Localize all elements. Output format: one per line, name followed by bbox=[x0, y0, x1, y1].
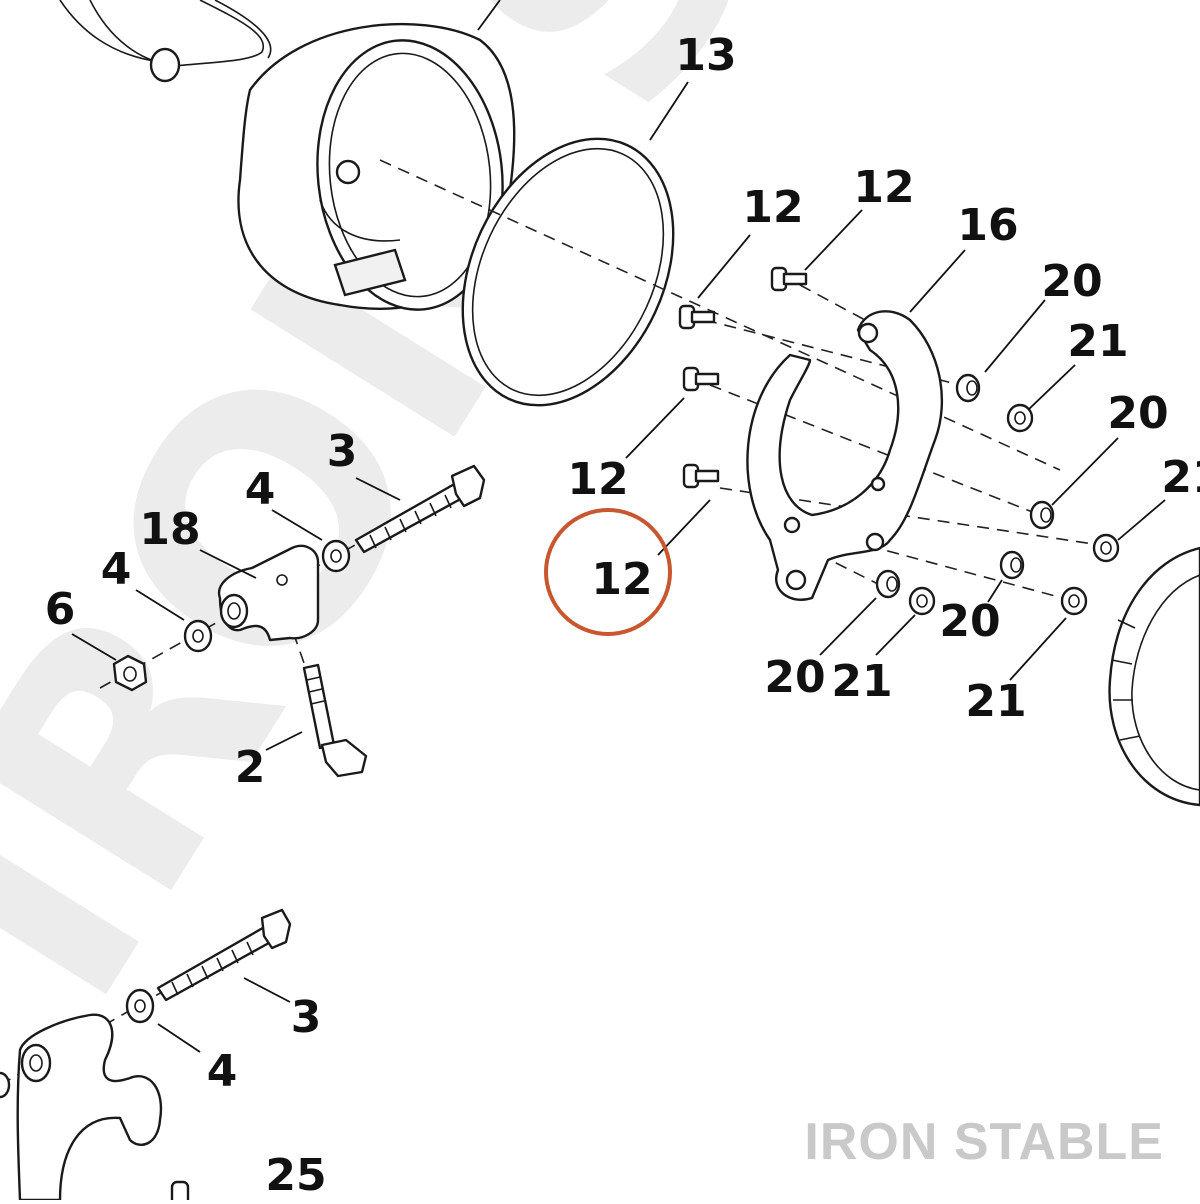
callout-21: 21 bbox=[1161, 452, 1200, 503]
callout-25: 25 bbox=[265, 1150, 326, 1200]
callout-12-highlighted: 12 bbox=[591, 554, 652, 605]
grommet-20-d bbox=[875, 569, 901, 599]
upper-bolt-3 bbox=[354, 464, 486, 554]
callout-labels: 13 12 12 16 20 21 20 21 12 12 20 21 20 2… bbox=[45, 30, 1200, 1201]
screw-12-c bbox=[682, 366, 720, 392]
screw-12-b bbox=[770, 266, 808, 292]
washer-21-c bbox=[1060, 586, 1088, 616]
callout-20: 20 bbox=[939, 596, 1000, 647]
callout-16: 16 bbox=[957, 200, 1018, 251]
grommet-20-a bbox=[955, 373, 981, 403]
nut-6 bbox=[112, 654, 148, 692]
callout-18: 18 bbox=[139, 504, 200, 555]
callout-13: 13 bbox=[675, 30, 736, 81]
callout-21: 21 bbox=[831, 656, 892, 707]
grommet-20-b bbox=[1029, 500, 1055, 530]
mounting-bracket bbox=[746, 310, 944, 601]
callout-12: 12 bbox=[742, 182, 803, 233]
washer-4-c bbox=[125, 988, 155, 1024]
highlight-ring bbox=[544, 508, 672, 636]
trim-ring bbox=[461, 137, 675, 407]
callout-3: 3 bbox=[327, 426, 358, 477]
callout-4: 4 bbox=[207, 1046, 238, 1097]
vertical-bolt-2 bbox=[302, 663, 368, 778]
callout-2: 2 bbox=[235, 742, 266, 793]
callout-21: 21 bbox=[1067, 316, 1128, 367]
lower-bolt-3 bbox=[156, 908, 292, 1002]
callout-21: 21 bbox=[965, 676, 1026, 727]
callout-3: 3 bbox=[291, 992, 322, 1043]
brand-watermark: IRON STABLE bbox=[804, 1113, 1164, 1171]
screw-12-d bbox=[682, 463, 720, 489]
wire-harness bbox=[59, 0, 501, 83]
callout-12: 12 bbox=[853, 162, 914, 213]
leader-lines bbox=[71, 81, 1166, 1053]
callout-20: 20 bbox=[764, 652, 825, 703]
callout-20: 20 bbox=[1107, 388, 1168, 439]
washer-21-a bbox=[1006, 403, 1034, 433]
callout-4: 4 bbox=[245, 464, 276, 515]
callout-20: 20 bbox=[1041, 256, 1102, 307]
washer-21-b bbox=[1092, 533, 1120, 563]
callout-6: 6 bbox=[45, 584, 76, 635]
callout-12: 12 bbox=[567, 454, 628, 505]
pin-25 bbox=[170, 1180, 190, 1204]
screw-12-a bbox=[678, 304, 716, 330]
callout-4: 4 bbox=[101, 544, 132, 595]
washer-4-a bbox=[321, 539, 351, 573]
clamp-18 bbox=[217, 544, 320, 642]
grommet-20-c bbox=[999, 550, 1025, 580]
washer-21-d bbox=[908, 586, 936, 616]
washer-4-b bbox=[183, 619, 213, 653]
headlamp-unit bbox=[1108, 546, 1200, 807]
